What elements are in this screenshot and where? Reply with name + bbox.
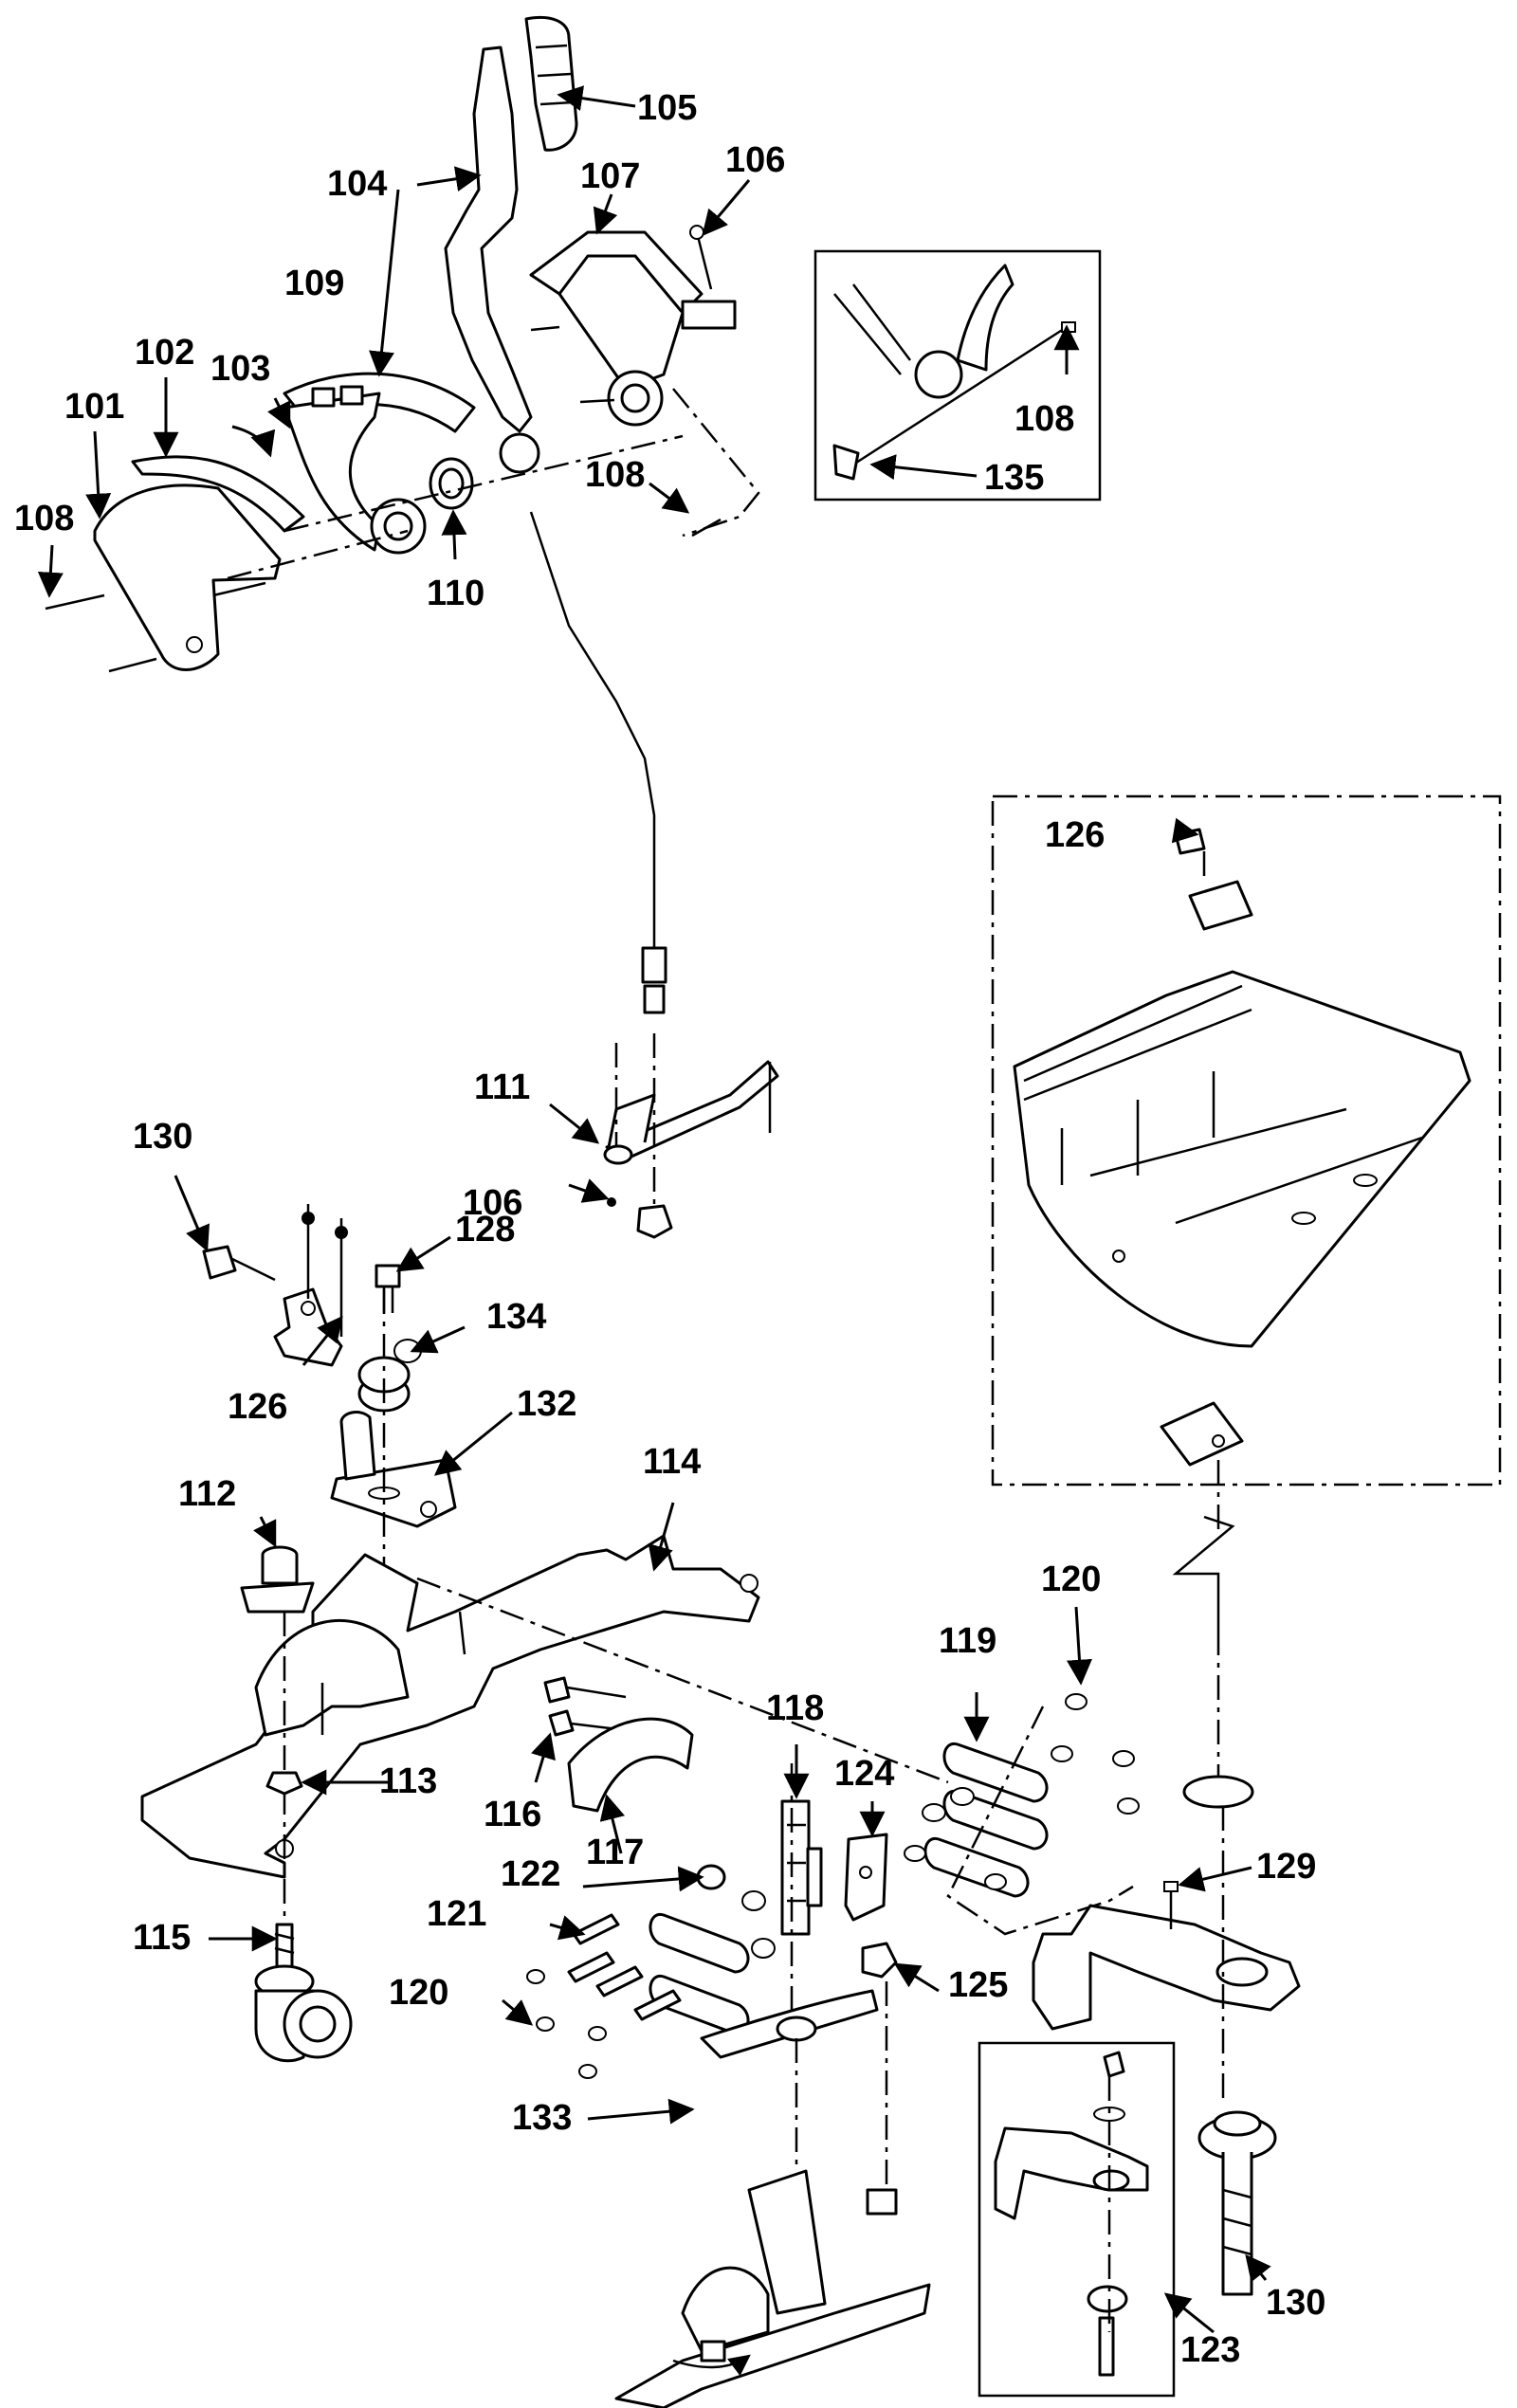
bracket-126-left <box>273 1204 348 1367</box>
bushing-134 <box>357 1339 422 1413</box>
inset-box-123 <box>978 2041 1176 2398</box>
callout-106-mid: 106 <box>463 1183 523 1223</box>
callout-125: 125 <box>948 1965 1009 2005</box>
handle-lever-104 <box>444 46 540 474</box>
callout-108-inset: 108 <box>1014 399 1075 439</box>
arm-109 <box>283 372 476 555</box>
callout-130-lower: 130 <box>1266 2283 1326 2323</box>
leader-lines <box>37 85 1271 2334</box>
bolts-116 <box>543 1676 627 1737</box>
inset-123-parts <box>994 2051 1149 2377</box>
cable-fitting <box>641 946 667 1014</box>
callout-108-left: 108 <box>14 499 75 538</box>
callout-114: 114 <box>643 1442 702 1482</box>
callout-116: 116 <box>484 1795 542 1834</box>
callout-123: 123 <box>1180 2330 1241 2370</box>
bracket-107 <box>529 230 737 427</box>
centerline-top-b <box>227 529 409 580</box>
callout-120-top: 120 <box>1041 1560 1102 1599</box>
centerline-top-c <box>672 388 760 538</box>
callout-107: 107 <box>580 156 641 196</box>
callout-108-center: 108 <box>585 455 646 495</box>
callout-133: 133 <box>512 2098 573 2138</box>
inset-box-135 <box>813 249 1102 502</box>
nut-125 <box>861 1942 898 1979</box>
bracket-124 <box>844 1833 888 1922</box>
callout-128: 128 <box>455 1210 516 1250</box>
centerline-center-a <box>416 1577 949 1784</box>
callout-101: 101 <box>64 387 125 427</box>
callout-112: 112 <box>178 1474 237 1514</box>
washer-110 <box>429 457 474 510</box>
screw-106-top-head <box>689 225 704 240</box>
callout-111: 111 <box>474 1067 531 1107</box>
screw-108-lower <box>108 657 157 673</box>
centerline-top-a <box>283 434 684 533</box>
rotation-arrow-103 <box>231 425 276 458</box>
caster-115 <box>254 1923 353 2063</box>
pedestal-parts <box>1032 1775 1301 2296</box>
cable <box>529 511 656 958</box>
links-119 <box>904 1693 1140 1898</box>
frame-133 <box>614 1989 931 2408</box>
inset-box-base <box>991 794 1502 1487</box>
hinge-118 <box>780 1799 823 1936</box>
callout-122: 122 <box>501 1854 561 1894</box>
cover-101 <box>93 483 282 671</box>
bushing-112 <box>240 1545 315 1614</box>
callout-106-top: 106 <box>725 140 786 180</box>
screw-108-mid <box>212 581 266 597</box>
screw-128 <box>375 1264 401 1313</box>
callout-124: 124 <box>834 1754 895 1794</box>
callout-135: 135 <box>984 458 1045 498</box>
callout-126-left: 126 <box>228 1387 288 1427</box>
strip-102 <box>131 455 305 533</box>
screw-106-mid <box>607 1197 616 1207</box>
callout-109: 109 <box>284 264 345 303</box>
screw-106-top <box>695 231 713 290</box>
callout-113: 113 <box>379 1761 438 1801</box>
break-mark <box>1172 1515 1235 1631</box>
callout-104: 104 <box>327 164 388 204</box>
callout-130-upper: 130 <box>133 1117 193 1157</box>
base-housing <box>1013 828 1471 1467</box>
callout-118: 118 <box>766 1688 825 1728</box>
callout-132: 132 <box>517 1384 577 1424</box>
inset-135-parts <box>832 264 1076 481</box>
plate-132 <box>330 1411 457 1528</box>
centerline-center-b <box>946 1706 1134 1936</box>
callout-119: 119 <box>939 1621 997 1661</box>
callout-126-right: 126 <box>1045 815 1106 855</box>
callout-121: 121 <box>427 1894 487 1934</box>
frame-114 <box>140 1534 760 1879</box>
bolt-130-upper <box>202 1245 276 1282</box>
linkage-111 <box>603 1033 779 1239</box>
nut-113 <box>265 1771 303 1796</box>
callout-117: 117 <box>586 1833 645 1872</box>
callout-110: 110 <box>427 574 485 613</box>
grip-105 <box>524 15 578 152</box>
callout-129: 129 <box>1256 1847 1317 1887</box>
callout-102: 102 <box>135 333 195 373</box>
callout-103: 103 <box>210 349 271 389</box>
screw-108-left <box>45 593 105 611</box>
callout-105: 105 <box>637 88 698 128</box>
cam-117 <box>567 1717 694 1813</box>
callout-120-bottom: 120 <box>389 1973 449 2013</box>
callout-115: 115 <box>133 1918 192 1958</box>
callout-134: 134 <box>486 1297 547 1337</box>
